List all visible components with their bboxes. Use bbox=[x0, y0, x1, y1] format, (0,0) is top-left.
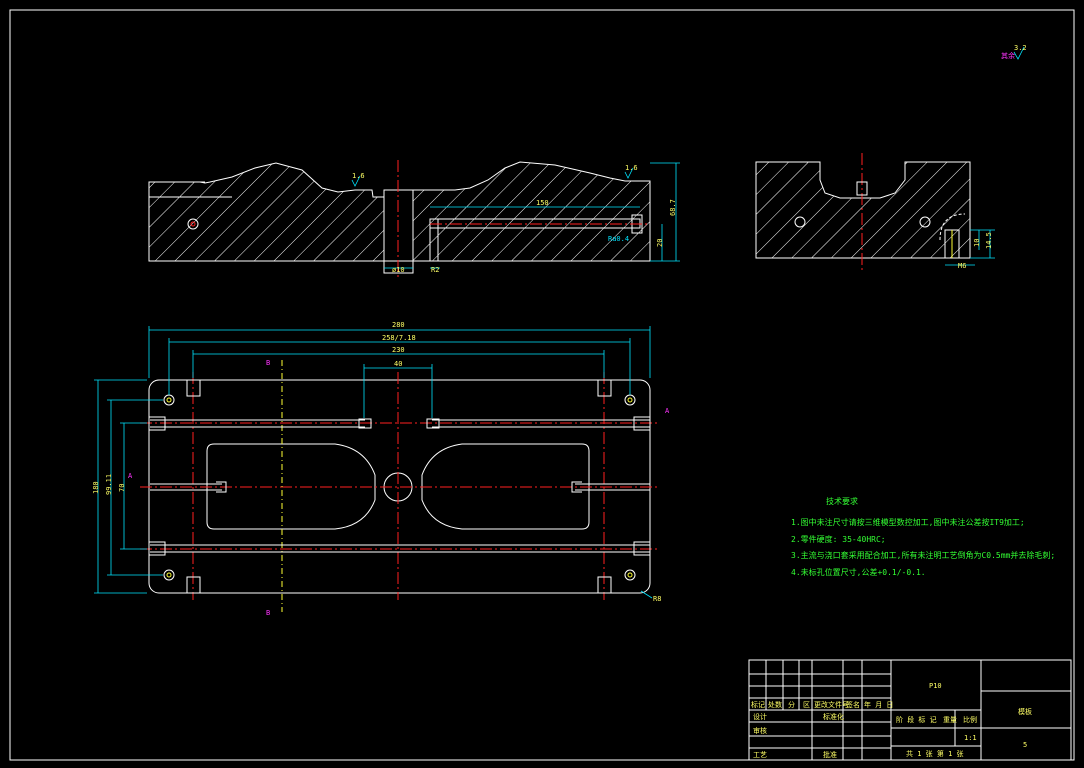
technical-notes: 技术要求 1.图中未注尺寸请按三维模型数控加工,图中未注公差按IT9加工; 2.… bbox=[791, 496, 1055, 577]
tb-drawing-code: 模板 bbox=[1018, 707, 1032, 716]
side-view-section bbox=[755, 161, 971, 259]
tb-row-process: 工艺 bbox=[753, 751, 767, 759]
roughness-front-right: 1.6 bbox=[625, 164, 638, 172]
roughness-prefix: 其余 bbox=[1001, 51, 1015, 60]
drawing-frame bbox=[9, 9, 1075, 761]
dim-40: 40 bbox=[394, 360, 402, 368]
tb-sheets: 共 1 张 第 1 张 bbox=[906, 749, 964, 758]
tb-header-2: 分 bbox=[788, 700, 795, 709]
dim-r2: R2 bbox=[431, 266, 439, 274]
front-view-right-section bbox=[412, 161, 651, 262]
tb-weight: 重量 bbox=[943, 716, 957, 724]
dim-150: 150 bbox=[536, 199, 549, 207]
front-view-left-section bbox=[148, 162, 385, 262]
tb-header-0: 标记 bbox=[751, 700, 765, 709]
tb-part-no: P10 bbox=[929, 682, 942, 690]
corner-radius: R8 bbox=[653, 595, 661, 603]
tb-header-4: 更改文件号 bbox=[814, 700, 849, 709]
tb-header-1: 处数 bbox=[768, 700, 782, 709]
tb-ratio: 1:1 bbox=[964, 734, 977, 742]
dim-70: 70 bbox=[118, 484, 126, 492]
section-a-left: A bbox=[128, 472, 133, 480]
roughness-global-value: 3.2 bbox=[1014, 44, 1027, 52]
dim-10: 10 bbox=[973, 239, 981, 247]
note-4: 4.未标孔位置尺寸,公差+0.1/-0.1. bbox=[791, 567, 926, 577]
dim-20: 20 bbox=[656, 239, 664, 247]
tb-approve: 批准 bbox=[823, 750, 837, 759]
note-2: 2.零件硬度: 35-40HRC; bbox=[791, 534, 886, 544]
section-a-right: A bbox=[665, 407, 670, 415]
dim-14-5: 14.5 bbox=[985, 232, 993, 249]
dim-258: 258/7.18 bbox=[382, 334, 416, 342]
note-3: 3.主流与浇口套采用配合加工,所有未注明工艺倒角为C0.5mm并去除毛刺; bbox=[791, 550, 1055, 560]
roughness-front-left: 1.6 bbox=[352, 172, 365, 180]
tb-header-6: 年 月 日 bbox=[864, 700, 893, 709]
plan-view: 280 258/7.18 230 40 180 99.11 70 A A B B… bbox=[92, 321, 670, 617]
dim-230: 230 bbox=[392, 346, 405, 354]
tb-std: 标准化 bbox=[823, 712, 844, 721]
note-1: 1.图中未注尺寸请按三维模型数控加工,图中未注公差按IT9加工; bbox=[791, 517, 1025, 527]
tb-scale: 比例 bbox=[963, 715, 977, 724]
title-block: 标记 处数 分 区 更改文件号 签名 年 月 日 设计 审核 工艺 标准化 批准… bbox=[748, 659, 1072, 761]
section-b-top: B bbox=[266, 359, 270, 367]
dim-ra: Ra0.4 bbox=[608, 235, 629, 243]
notes-title: 技术要求 bbox=[826, 496, 858, 506]
tb-row-design: 设计 bbox=[753, 712, 767, 721]
tb-header-3: 区 bbox=[803, 701, 810, 709]
dim-m6: M6 bbox=[958, 262, 966, 270]
tb-sheet-num: 5 bbox=[1023, 741, 1027, 749]
dim-280: 280 bbox=[392, 321, 405, 329]
dim-phi10: ø10 bbox=[392, 266, 405, 274]
front-view: 150 Ra0.4 68.7 20 ø10 R2 1.6 1.6 bbox=[148, 160, 680, 280]
global-roughness: 其余 3.2 bbox=[1001, 44, 1027, 60]
dim-68: 68.7 bbox=[669, 199, 677, 216]
tb-row-review: 审核 bbox=[753, 726, 767, 735]
tb-header-5: 签名 bbox=[846, 700, 860, 709]
side-view: 10 14.5 M6 bbox=[755, 153, 995, 270]
dim-180: 180 bbox=[92, 481, 100, 494]
tb-stage: 阶 段 标 记 bbox=[896, 715, 937, 724]
left-pocket bbox=[206, 443, 376, 530]
dim-99: 99.11 bbox=[105, 474, 113, 495]
right-pocket bbox=[421, 443, 590, 530]
section-b-bottom: B bbox=[266, 609, 270, 617]
